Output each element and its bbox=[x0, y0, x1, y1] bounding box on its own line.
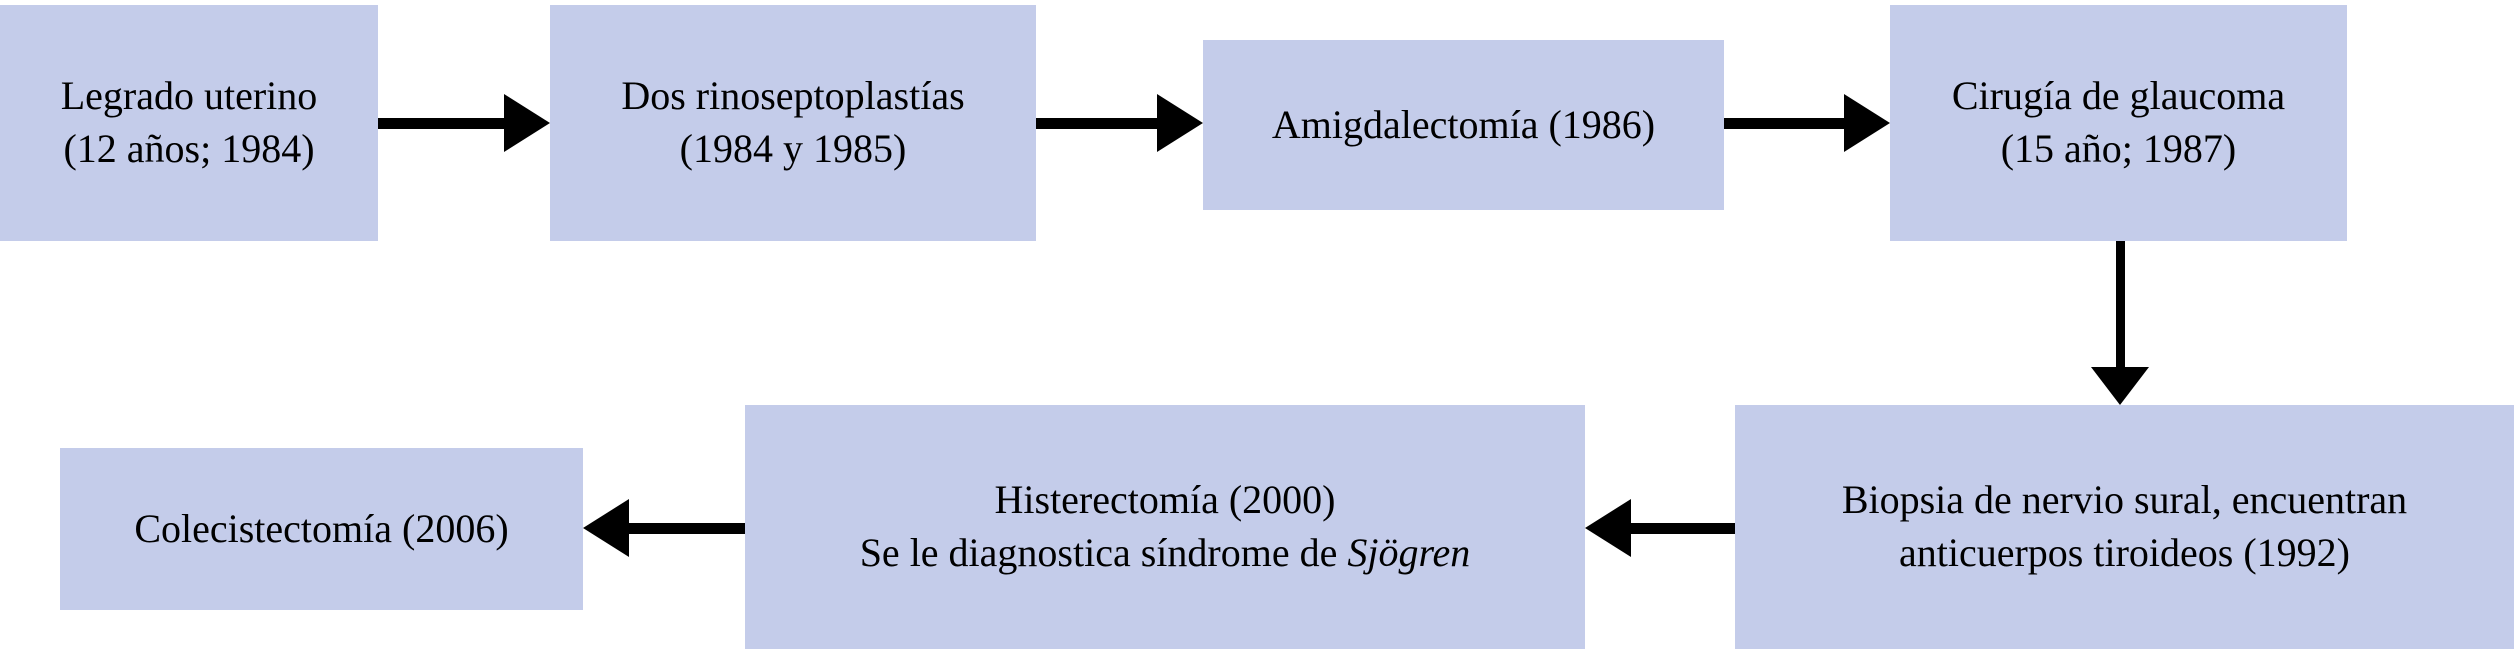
node-line-1: Colecistectomía (2006) bbox=[134, 505, 509, 551]
node-label: Legrado uterino (12 años; 1984) bbox=[6, 70, 372, 176]
node-biopsia-nervio-sural[interactable]: Biopsia de nervio sural, encuentran anti… bbox=[1735, 405, 2514, 649]
node-line-2: (1984 y 1985) bbox=[679, 126, 907, 171]
arrow-shaft bbox=[1724, 118, 1848, 129]
arrow-head-right-icon bbox=[1157, 94, 1203, 152]
node-line-2: Se le diagnostica síndrome de Sjögren bbox=[751, 527, 1579, 580]
node-histerectomia[interactable]: Histerectomía (2000) Se le diagnostica s… bbox=[745, 405, 1585, 649]
arrow-head-right-icon bbox=[504, 94, 550, 152]
node-rinoseptoplastias[interactable]: Dos rinoseptoplastías (1984 y 1985) bbox=[550, 5, 1036, 241]
arrow-shaft bbox=[378, 118, 508, 129]
node-line-1: Histerectomía (2000) bbox=[994, 477, 1336, 523]
arrow-head-left-icon bbox=[583, 499, 629, 557]
arrow-head-down-icon bbox=[2091, 367, 2149, 405]
node-label: Biopsia de nervio sural, encuentran anti… bbox=[1741, 474, 2508, 580]
node-label: Amigdalectomía (1986) bbox=[1209, 99, 1718, 152]
arrow-shaft bbox=[2116, 241, 2125, 369]
node-colecistectomia[interactable]: Colecistectomía (2006) bbox=[60, 448, 583, 610]
arrow-head-left-icon bbox=[1585, 499, 1631, 557]
node-cirugia-glaucoma[interactable]: Cirugía de glaucoma (15 año; 1987) bbox=[1890, 5, 2347, 241]
arrow-shaft bbox=[1036, 118, 1161, 129]
node-line-2-italic: Sjögren bbox=[1347, 530, 1471, 575]
node-line-2: (15 año; 1987) bbox=[2000, 126, 2237, 171]
node-line-1: Legrado uterino bbox=[60, 73, 318, 119]
node-line-2-text: Se le diagnostica síndrome de bbox=[859, 530, 1348, 575]
node-line-1: Dos rinoseptoplastías bbox=[621, 73, 965, 119]
node-line-1: Cirugía de glaucoma bbox=[1951, 73, 2286, 119]
node-label: Dos rinoseptoplastías (1984 y 1985) bbox=[556, 70, 1030, 176]
node-line-2: anticuerpos tiroideos (1992) bbox=[1899, 530, 2350, 575]
node-label: Colecistectomía (2006) bbox=[66, 503, 577, 556]
node-line-2: (12 años; 1984) bbox=[63, 126, 315, 171]
node-line-1: Biopsia de nervio sural, encuentran bbox=[1841, 477, 2408, 523]
node-amigdalectomia[interactable]: Amigdalectomía (1986) bbox=[1203, 40, 1724, 210]
node-label: Histerectomía (2000) Se le diagnostica s… bbox=[751, 474, 1579, 580]
arrow-shaft bbox=[1627, 523, 1735, 534]
arrow-head-right-icon bbox=[1844, 94, 1890, 152]
node-line-1: Amigdalectomía (1986) bbox=[1271, 101, 1656, 147]
node-legrado-uterino[interactable]: Legrado uterino (12 años; 1984) bbox=[0, 5, 378, 241]
arrow-shaft bbox=[625, 523, 745, 534]
node-label: Cirugía de glaucoma (15 año; 1987) bbox=[1896, 70, 2341, 176]
